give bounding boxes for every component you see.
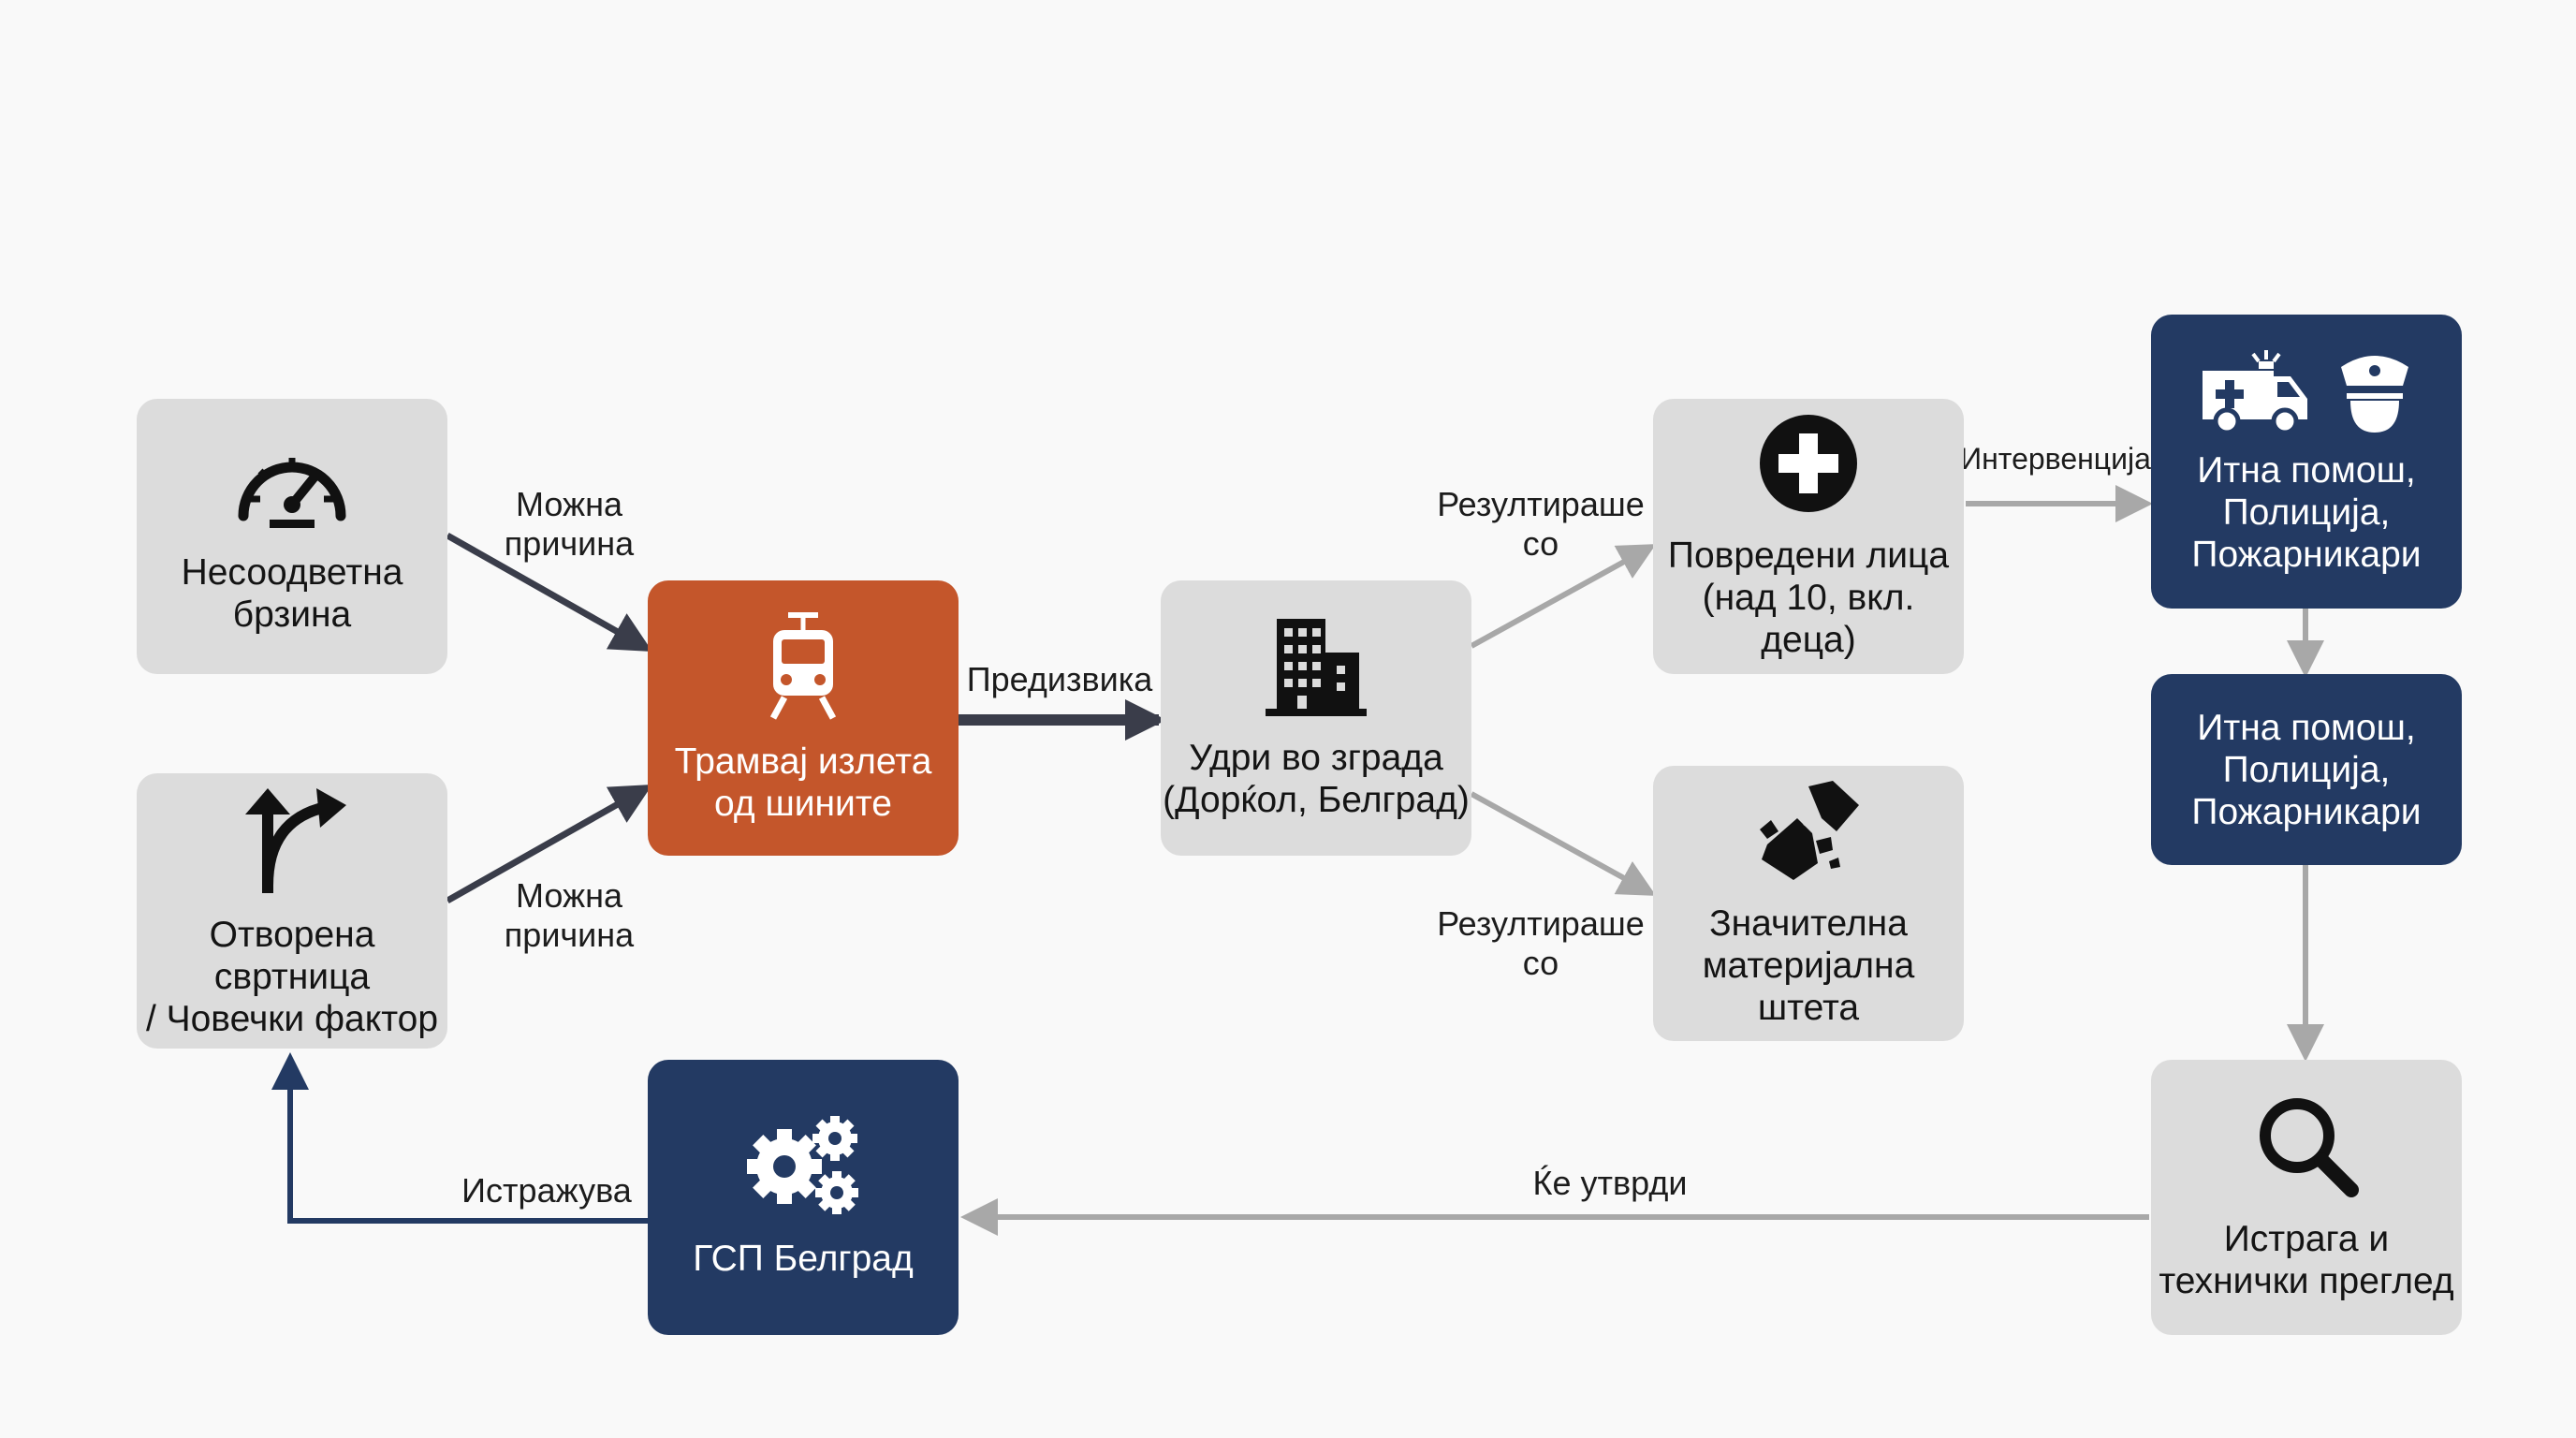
node-label: Истрага и технички преглед [2159,1219,2454,1301]
node-investigation-technical-review: Истрага и технички преглед [2151,1060,2462,1335]
emergency-icons [2201,348,2412,434]
arrow-speed-to-tram [446,532,652,652]
edge-label-caused: Предизвика [966,660,1153,698]
node-label: Несоодветна брзина [181,552,403,635]
edge-label-intervention: Интервенција [1960,442,2151,476]
speedometer-icon [238,458,346,528]
node-injured-persons: Повредени лица (над 10, вкл. деца) [1653,399,1964,674]
node-label: Повредени лица (над 10, вкл. деца) [1667,535,1950,660]
node-label: Итна помош, Полиција, Пожарникари [2191,449,2422,575]
node-gsp-belgrade: ГСП Белград [648,1060,959,1335]
node-tram-derailed: Трамвај излета од шините [648,580,959,856]
node-label: Удри во зграда (Дорќол, Белград) [1163,738,1470,820]
node-label: ГСП Белград [693,1238,914,1279]
magnifier-icon [2260,1098,2359,1197]
arrow-gsp-to-switch [271,1052,648,1224]
edge-label-possible-cause-1: Можна причина [504,485,635,563]
edge-label-results-1: Резултираше со [1437,485,1645,563]
node-label: Значителна материјална штета [1702,902,1915,1028]
gears-icon [747,1115,858,1214]
arrow-switch-to-tram [446,785,652,904]
node-label: Итна помош, Полиција, Пожарникари [2191,707,2422,832]
edge-label-investigates: Истражува [461,1171,632,1210]
node-emergency-services-primary: Итна помош, Полиција, Пожарникари [2151,315,2462,609]
node-inappropriate-speed: Несоодветна брзина [137,399,447,674]
node-emergency-services-secondary: Итна помош, Полиција, Пожарникари [2151,674,2462,865]
node-label: Трамвај излета од шините [674,741,932,824]
ambulance-icon [2203,349,2307,434]
node-open-switch-human-factor: Отворена свртница / Човечки фактор [137,773,447,1049]
edge-label-will-determine: Ќе утврди [1532,1164,1688,1202]
police-cap-icon [2341,355,2408,433]
arrow-building-to-injured [1470,544,1657,649]
edge-label-possible-cause-2: Можна причина [504,876,635,954]
turn-right-arrow-icon [245,787,346,893]
building-icon [1266,619,1367,716]
node-hit-building: Удри во зграда (Дорќол, Белград) [1161,580,1471,856]
arrow-building-to-damage [1470,791,1657,896]
tram-icon [769,612,837,720]
node-material-damage: Значителна материјална штета [1653,766,1964,1041]
broken-debris-icon [1760,780,1859,880]
node-label: Отворена свртница / Човечки фактор [145,914,439,1039]
edge-label-results-2: Резултираше со [1437,904,1645,982]
medical-cross-icon [1760,414,1857,512]
